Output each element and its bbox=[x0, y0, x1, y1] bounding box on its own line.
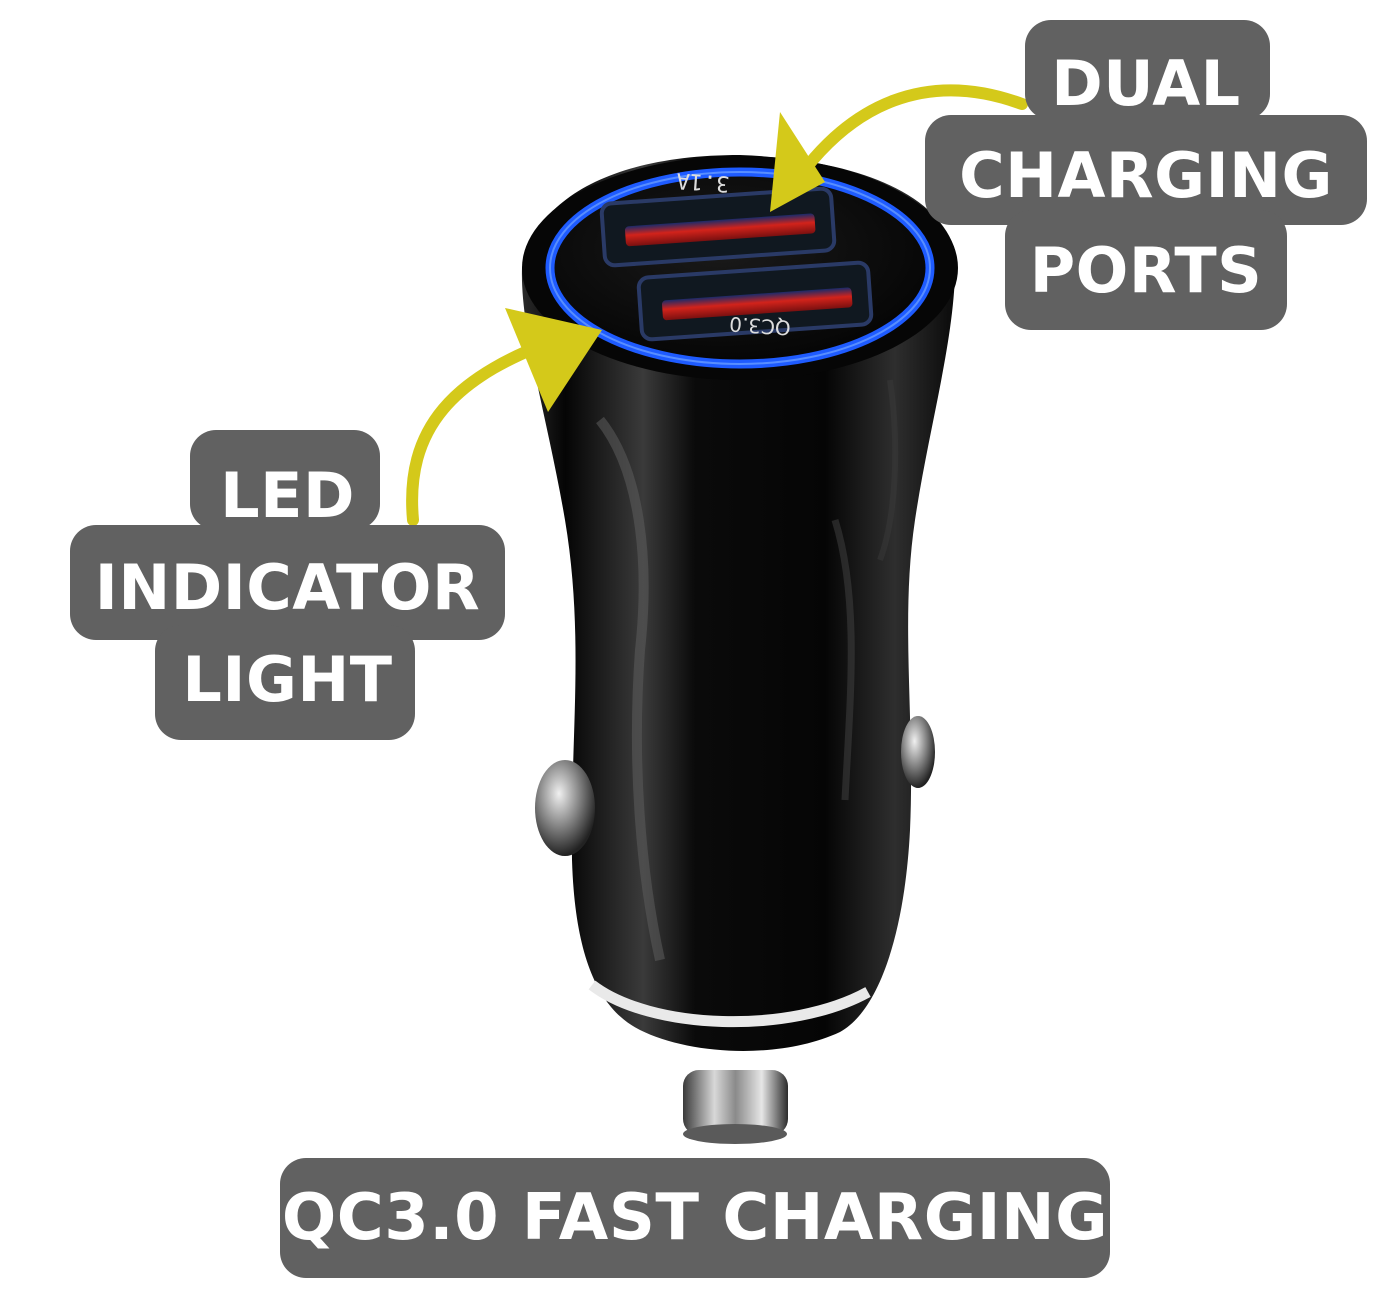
callout-text: QC3.0 FAST CHARGING bbox=[281, 1181, 1109, 1255]
callout-line: PORTS bbox=[1029, 234, 1263, 307]
callout-led-indicator-light: LED INDICATOR LIGHT bbox=[70, 430, 505, 740]
port-marking-top: 3.1A bbox=[676, 167, 731, 196]
side-contact-left bbox=[535, 760, 595, 856]
port-marking-bottom: QC3.0 bbox=[728, 312, 791, 340]
silver-band bbox=[588, 980, 871, 1028]
callout-line: LED bbox=[220, 459, 355, 532]
callout-fast-charging: QC3.0 FAST CHARGING bbox=[280, 1158, 1110, 1278]
arrow-to-ports bbox=[770, 84, 1028, 212]
callout-line: LIGHT bbox=[182, 643, 393, 716]
side-contact-right bbox=[901, 716, 935, 788]
callout-dual-charging-ports: DUAL CHARGING PORTS bbox=[925, 20, 1367, 330]
usb-port-top bbox=[599, 186, 837, 268]
metal-tip bbox=[683, 1070, 788, 1144]
callout-line: DUAL bbox=[1051, 47, 1241, 120]
charger-body bbox=[521, 155, 956, 1051]
arrow-to-led bbox=[406, 308, 602, 526]
usb-port-bottom bbox=[636, 260, 874, 342]
callout-line: INDICATOR bbox=[94, 551, 481, 624]
callout-line: CHARGING bbox=[959, 139, 1333, 212]
